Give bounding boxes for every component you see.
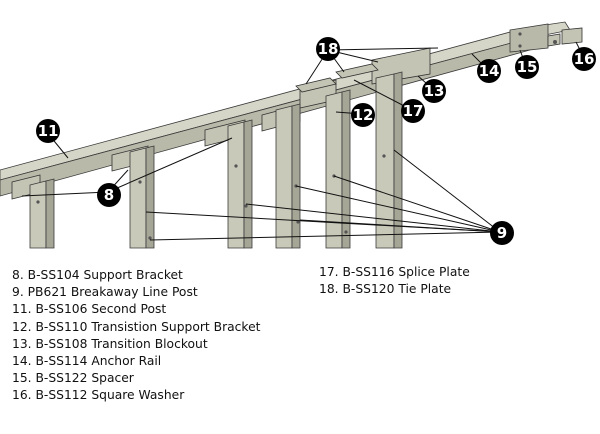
- callout-8: 8: [97, 183, 121, 207]
- legend-item-11: 11. B-SS106 Second Post: [12, 302, 167, 317]
- callout-18: 18: [316, 37, 340, 61]
- posts: [29, 71, 403, 249]
- svg-text:9: 9: [497, 224, 507, 242]
- legend-item-14: 14. B-SS114 Anchor Rail: [12, 354, 162, 369]
- legend-item-12: 12. B-SS110 Transistion Support Bracket: [12, 319, 261, 334]
- svg-text:8: 8: [104, 186, 114, 204]
- anchor-rail-end: [509, 23, 583, 53]
- post-5: [325, 89, 351, 249]
- legend-item-15: 15. B-SS122 Spacer: [12, 371, 134, 386]
- callout-12: 12: [351, 103, 375, 127]
- guardrail-assembly-diagram: 11 8 9 18 12 17 13 14 15 16: [0, 21, 596, 249]
- svg-text:18: 18: [318, 40, 339, 58]
- legend-item-9: 9. PB621 Breakaway Line Post: [12, 285, 198, 300]
- svg-text:16: 16: [574, 50, 595, 68]
- callout-17: 17: [401, 99, 425, 123]
- post-2: [129, 145, 155, 249]
- legend-item-17: 17. B-SS116 Splice Plate: [319, 265, 470, 279]
- svg-text:17: 17: [403, 102, 424, 120]
- svg-text:11: 11: [38, 122, 59, 140]
- post-6: [375, 71, 403, 249]
- svg-text:13: 13: [424, 82, 445, 100]
- post-4: [275, 103, 301, 249]
- callout-9: 9: [490, 221, 514, 245]
- callout-14: 14: [477, 59, 501, 83]
- svg-text:14: 14: [479, 62, 500, 80]
- post-1: [29, 178, 55, 249]
- callout-13: 13: [422, 79, 446, 103]
- legend-right: 17. B-SS116 Splice Plate 18. B-SS120 Tie…: [319, 264, 470, 298]
- legend-item-16: 16. B-SS112 Square Washer: [12, 388, 185, 403]
- callout-11: 11: [36, 119, 60, 143]
- svg-text:12: 12: [353, 106, 374, 124]
- svg-text:15: 15: [517, 58, 538, 76]
- callout-16: 16: [572, 47, 596, 71]
- legend-item-18: 18. B-SS120 Tie Plate: [319, 282, 452, 297]
- legend-item-8: 8. B-SS104 Support Bracket: [12, 268, 183, 282]
- legend-item-13: 13. B-SS108 Transition Blockout: [12, 336, 208, 351]
- callout-15: 15: [515, 55, 539, 79]
- post-3: [227, 119, 253, 249]
- legend-left: 8. B-SS104 Support Bracket 9. PB621 Brea…: [12, 267, 261, 405]
